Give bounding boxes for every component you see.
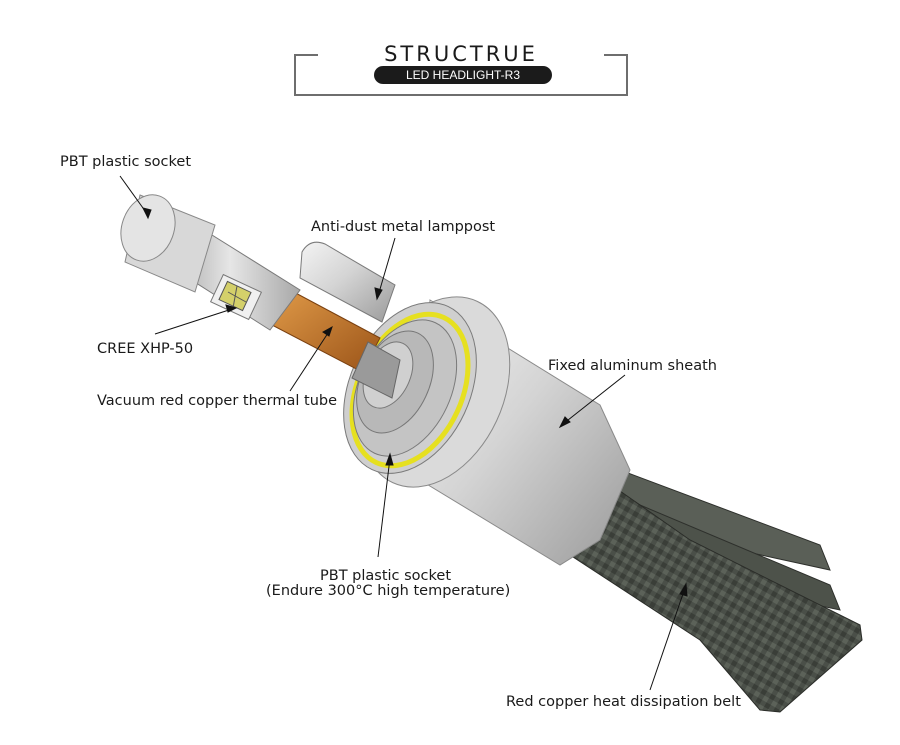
label-anti-dust: Anti-dust metal lamppost: [311, 219, 496, 235]
label-vacuum-tube: Vacuum red copper thermal tube: [97, 393, 338, 409]
page-subtitle: LED HEADLIGHT-R3: [374, 66, 552, 84]
page-title: STRUCTRUE: [384, 42, 538, 66]
leader-lines: [119, 175, 688, 691]
header-frame: [294, 54, 628, 96]
header-frame-corner-right: [604, 54, 628, 56]
header-frame-corner-left: [294, 54, 318, 56]
label-pbt-socket-bottom-note: (Endure 300°C high temperature): [266, 583, 511, 599]
label-pbt-socket-top: PBT plastic socket: [60, 154, 192, 170]
front-plastic-socket: [120, 194, 216, 293]
label-pbt-socket-bottom: PBT plastic socket: [320, 568, 452, 584]
label-heat-belt: Red copper heat dissipation belt: [506, 694, 741, 710]
anti-dust-lamppost: [299, 241, 396, 323]
label-aluminum-sheath: Fixed aluminum sheath: [548, 358, 717, 374]
label-cree: CREE XHP-50: [97, 341, 194, 357]
